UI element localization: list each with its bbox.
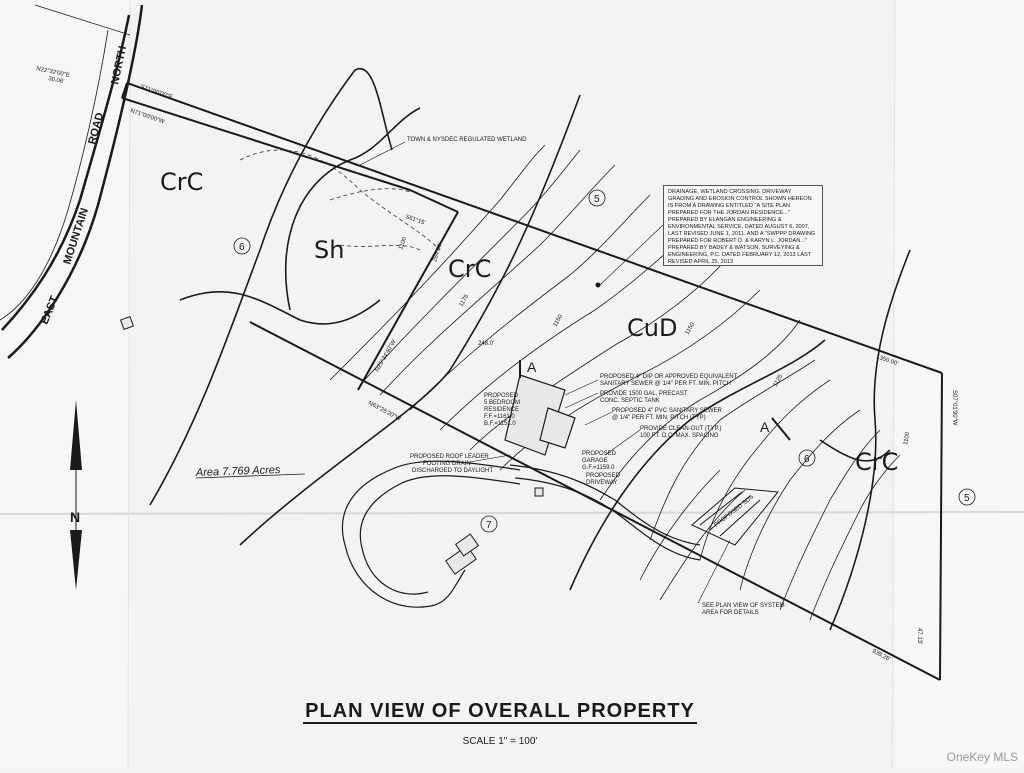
soil-label: Sh [314, 236, 344, 264]
contour-label: 1150 [553, 313, 565, 328]
residence-note: 5 BEDROOM [484, 400, 520, 406]
contour-lines [329, 144, 901, 621]
north-arrow: N [70, 400, 82, 590]
road-frontage-length: 30.06' [48, 76, 65, 85]
contour-labels: 1175 1150 1150 1125 1100 1100 [398, 236, 911, 445]
plan-title: PLAN VIEW OF OVERALL PROPERTY [230, 700, 770, 724]
zone-number: 5 [594, 194, 600, 205]
soil-label: CrC [448, 255, 491, 283]
soil-label: CuD [627, 314, 677, 342]
septic-system-area [691, 487, 779, 546]
contour-label: 1100 [903, 431, 911, 445]
wetland-boundary [239, 149, 441, 251]
cleanout-note: PROVIDE CLEAN-OUT (TYP.) [640, 426, 721, 432]
zone-number: 7 [486, 520, 492, 531]
property-lines [121, 82, 943, 681]
sewer-dip-note: PROPOSED 4" DIP OR APPROVED EQUIVALENT [600, 374, 738, 380]
sewer-pvc-note: PROPOSED 4" PVC SANITARY SEWER [612, 408, 722, 414]
residence-note: PROPOSED [484, 393, 519, 399]
zone-number: 5 [964, 493, 970, 504]
garage-note: PROPOSED [582, 451, 617, 457]
plan-title-text: PLAN VIEW OF OVERALL PROPERTY [303, 700, 697, 724]
east-small-length: 47.13' [916, 628, 922, 644]
zone-number: 6 [804, 454, 810, 465]
driveway [341, 460, 701, 608]
neighbor-building [119, 315, 544, 575]
residence-note: F.F.=1161.0 [484, 414, 515, 420]
cleanout-note: 100 FT. O.C. MAX. SPACING [640, 433, 719, 439]
system-note: SEE PLAN VIEW OF SYSTEM [702, 603, 785, 609]
sewer-dip-note: SANITARY SEWER @ 1/4" PER FT. MIN. PITCH [600, 381, 731, 387]
roof-leader-note: PROPOSED ROOF LEADER [410, 454, 489, 460]
zone-number: 6 [239, 242, 245, 253]
driveway-note: DRIVEWAY [586, 480, 617, 486]
soil-boundaries [149, 67, 911, 631]
watermark: OneKey MLS [946, 750, 1018, 764]
roof-leader-note: DISCHARGED TO DAYLIGHT [412, 468, 493, 474]
system-note: AREA FOR DETAILS [702, 610, 759, 616]
zone-markers [233, 189, 976, 533]
drainage-note-box: DRAINAGE, WETLAND CROSSING, DRIVEWAY GRA… [663, 185, 823, 266]
contour-label: 1150 [685, 321, 697, 336]
wetland-label: TOWN & NYSDEC REGULATED WETLAND [407, 137, 527, 143]
residence-footprint [504, 374, 576, 456]
site-notes: PROPOSED 5 BEDROOM RESIDENCE F.F.=1161.0… [410, 374, 785, 616]
contour-label: 1100 [398, 236, 408, 251]
driveway-note: PROPOSED [586, 473, 621, 479]
garage-note: GARAGE [582, 458, 608, 464]
residence-note: RESIDENCE [484, 407, 519, 413]
soil-label: CrC [855, 448, 898, 476]
septic-note: CONC. SEPTIC TANK [600, 398, 660, 404]
east-mountain-road [0, 4, 144, 359]
paper-fold-line [0, 511, 1024, 515]
garage-note: G.F.=1159.0 [582, 465, 615, 471]
residence-note: B.F.=1151.0 [484, 421, 516, 427]
leader-lines [469, 224, 731, 604]
contour-label: 1125 [773, 373, 785, 388]
contour-label: 1175 [459, 293, 471, 308]
soil-label: CrC [160, 168, 203, 196]
svg-text:N: N [70, 509, 80, 525]
section-mark: A [760, 419, 770, 435]
east-bearing: S07°01'90"W [951, 390, 957, 426]
offset-length: 248.0' [478, 341, 494, 347]
septic-note: PROVIDE 1500 GAL. PRECAST [600, 391, 688, 397]
section-mark: A [527, 359, 537, 375]
roof-leader-note: FOOTING DRAIN [423, 461, 471, 467]
plan-scale: SCALE 1" = 100' [462, 736, 538, 747]
sewer-pvc-note: @ 1/4" PER FT. MIN. PITCH (TYP) [612, 415, 706, 421]
interior-length: 284.00' [432, 242, 444, 262]
